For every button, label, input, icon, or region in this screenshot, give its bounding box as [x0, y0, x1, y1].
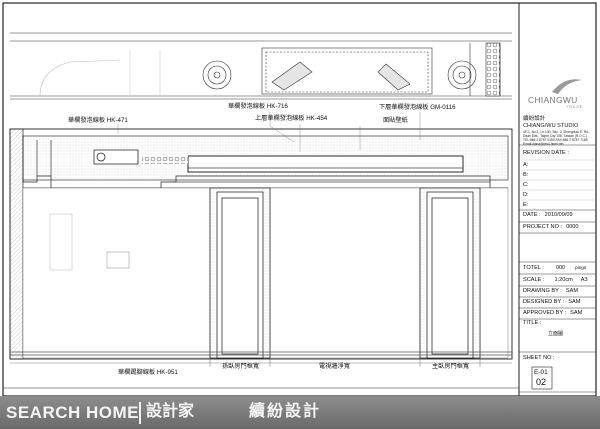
- label-hk951: 華欄踢腳線板 HK-951: [118, 369, 178, 376]
- date-field: DATE :2010/09/09: [523, 212, 573, 219]
- designed-by-value: SAM: [568, 299, 581, 305]
- title-block-lines: [519, 144, 596, 393]
- watermark-bar: SEARCH HOME 設計家 續紛設計: [0, 396, 600, 429]
- title-label: TITLE :: [523, 320, 542, 326]
- total-field: TOTEL : 000 pings: [523, 265, 587, 272]
- address-line-2: Daan Dist., Taipei City 106, Taiwan (R.O…: [523, 134, 588, 138]
- total-unit: pings: [575, 265, 587, 270]
- drawing-by-label: DRAWING BY :: [523, 288, 562, 294]
- designed-by-label: DESIGNED BY :: [523, 299, 565, 305]
- date-value: 2010/09/09: [544, 212, 573, 218]
- label-gm0116: 下層華欄發泡線板 GM-0116: [379, 104, 456, 111]
- revision-c: C:: [523, 182, 529, 188]
- watermark-search-home: SEARCH HOME: [6, 403, 140, 422]
- company-name-en: CHIANG/WU STUDIO: [523, 123, 579, 129]
- project-label: PROJECT NO :: [523, 224, 563, 230]
- logo-text: CHIANGWU: [528, 95, 578, 105]
- scale-size: A3: [580, 277, 588, 283]
- company-name-cn: 續紛設計: [523, 116, 546, 122]
- drawing-by-value: SAM: [565, 288, 578, 294]
- revision-e: E:: [523, 202, 529, 208]
- approved-by-field: APPROVED BY :SAM: [523, 310, 583, 317]
- label-tv-wall: 電視牆淨寬: [319, 363, 350, 370]
- address-line-3: TEL:886 2 8787 0390 FAX:886 2 8787 7189: [523, 138, 588, 142]
- approved-by-label: APPROVED BY :: [523, 310, 567, 316]
- revision-d: D:: [523, 192, 529, 198]
- scale-value: 1:20cm: [554, 277, 573, 283]
- watermark-studio-name: 續紛設計: [249, 403, 322, 420]
- plan-view: [10, 32, 512, 100]
- revision-b: B:: [523, 172, 529, 178]
- scale-label: SCALE :: [523, 277, 545, 283]
- label-hk454: 上層華欄發泡線板 HK-454: [255, 115, 328, 122]
- logo-subtext: TRACE: [566, 105, 584, 109]
- revision-header: REVISION DATE :: [523, 150, 569, 156]
- sheet-number: 02: [536, 377, 547, 387]
- total-label: TOTEL :: [523, 265, 544, 271]
- drawing-by-field: DRAWING BY :SAM: [523, 288, 578, 295]
- project-value: 0000: [566, 224, 579, 230]
- title-value: 立面圖: [548, 331, 564, 337]
- sheet-prefix: E-01: [534, 369, 548, 376]
- logo-swoosh-icon: [552, 79, 582, 94]
- watermark-divider: [139, 402, 141, 424]
- elevation-view: [9, 112, 513, 367]
- watermark-designer: 設計家: [146, 403, 195, 420]
- approved-by-value: SAM: [570, 310, 583, 316]
- project-field: PROJECT NO :0000: [523, 224, 579, 231]
- scale-field: SCALE : 1:20cm A3: [523, 277, 588, 284]
- revision-a: A:: [523, 162, 529, 168]
- label-hk716: 華欄發泡線板 HK-716: [228, 103, 288, 110]
- label-hk471: 華欄發泡線板 HK-471: [68, 117, 128, 124]
- date-label: DATE :: [523, 212, 541, 218]
- label-left-door: 孫臥房門框寬: [222, 363, 260, 370]
- address-line-4: Email:diana@ms4.hinet.net: [523, 141, 564, 146]
- total-value: 000: [555, 265, 566, 271]
- label-right-door: 主臥房門框寬: [432, 363, 470, 370]
- sheet-no-label: SHEET NO :: [523, 355, 555, 361]
- designed-by-field: DESIGNED BY :SAM: [523, 299, 581, 306]
- address-line-1: 4F-1, No.1, Ln.140, Sec. 3, Zhongxiao E.…: [523, 130, 590, 134]
- label-wallpaper: 面貼壁紙: [383, 117, 408, 124]
